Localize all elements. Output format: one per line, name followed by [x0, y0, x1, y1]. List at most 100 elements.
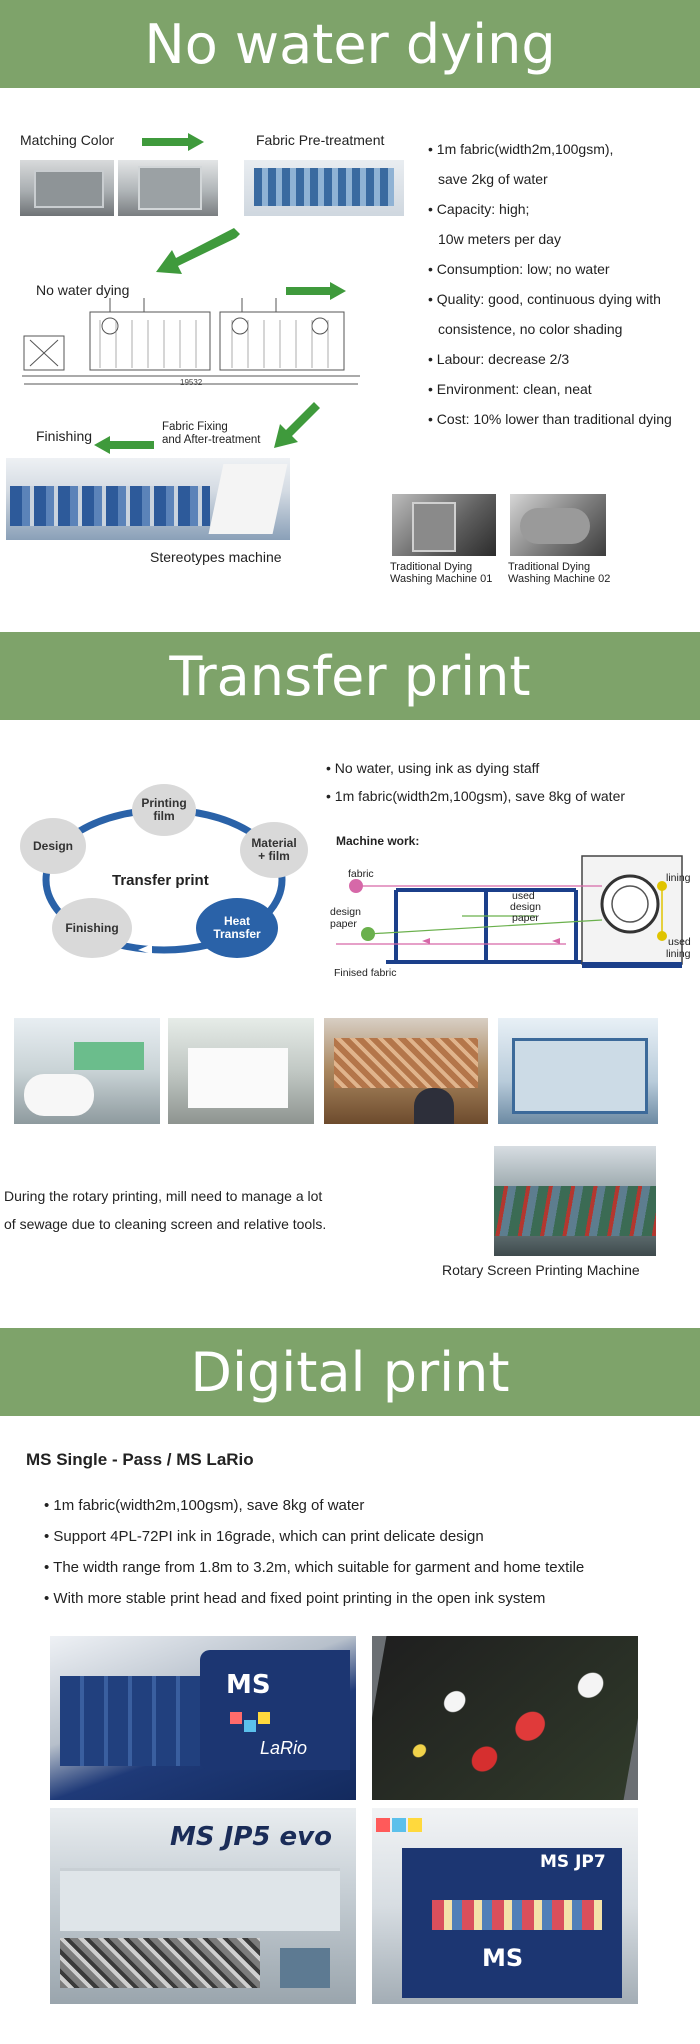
transfer-photo-1: [14, 1018, 160, 1124]
caption-trad-1-line1: Traditional Dying: [390, 561, 473, 573]
cycle-label: + film: [258, 849, 290, 863]
stereotypes-machine-photo: [6, 458, 290, 540]
bullet-text: Consumption: low; no water: [436, 261, 610, 277]
cycle-label: Printing: [141, 796, 187, 810]
bullet-item: • Labour: decrease 2/3: [428, 351, 570, 367]
cycle-label: Transfer: [213, 927, 261, 941]
machine-label-used: used: [512, 890, 535, 902]
label-no-water-dying: No water dying: [36, 282, 130, 298]
machine-label-finished-fabric: Finised fabric: [334, 967, 397, 979]
label-fabric-pretreatment: Fabric Pre-treatment: [256, 132, 385, 148]
printer-brand-ms: MS: [226, 1670, 271, 1700]
bullet-text: 1m fabric(width2m,100gsm),: [436, 141, 614, 157]
bullet-text: No water, using ink as dying staff: [334, 760, 540, 776]
bullet-item: • 1m fabric(width2m,100gsm),: [428, 141, 614, 157]
label-after-treatment: and After-treatment: [162, 434, 261, 446]
machine-label-used-design: design: [510, 901, 541, 913]
bullet-item: • 1m fabric(width2m,100gsm), save 8kg of…: [326, 788, 626, 804]
bullet-text: 1m fabric(width2m,100gsm), save 8kg of w…: [334, 788, 626, 804]
transfer-photo-4: [498, 1018, 658, 1124]
traditional-dying-photo-2: [510, 494, 606, 556]
bullet-item: • Capacity: high;: [428, 201, 530, 217]
bullet-item: • No water, using ink as dying staff: [326, 760, 540, 776]
bullet-continuation: save 2kg of water: [438, 171, 548, 187]
cycle-node-printing-film: Printing film: [132, 784, 196, 836]
bullet-text: The width range from 1.8m to 3.2m, which…: [53, 1559, 585, 1576]
cycle-node-design: Design: [20, 818, 86, 874]
digital-printer-jp5-photo: MS JP5 evo: [50, 1808, 356, 2004]
machine-label-design: design: [330, 906, 361, 918]
digital-bullet-list: • 1m fabric(width2m,100gsm), save 8kg of…: [44, 1490, 584, 1614]
rotary-screen-photo: [494, 1146, 656, 1256]
traditional-dying-photo-1: [392, 494, 496, 556]
bullet-text: Quality: good, continuous dying with: [436, 291, 661, 307]
arrow-down-left-icon: [156, 228, 240, 274]
arrow-left-icon: [94, 436, 154, 454]
banner-no-water-dying: No water dying: [0, 0, 700, 88]
bullet-text: 1m fabric(width2m,100gsm), save 8kg of w…: [53, 1497, 365, 1514]
transfer-bullet-list: • No water, using ink as dying staff • 1…: [326, 754, 625, 810]
machine-label-used-lining-2: lining: [666, 948, 691, 960]
bullet-text: Cost: 10% lower than traditional dying: [436, 411, 672, 427]
caption-trad-2-line2: Washing Machine 02: [508, 573, 611, 585]
section-title: No water dying: [144, 12, 556, 76]
matching-machine-photo-1: [20, 160, 114, 216]
bullet-item: • Cost: 10% lower than traditional dying: [428, 411, 672, 427]
rotary-caption: Rotary Screen Printing Machine: [442, 1262, 640, 1278]
machine-label-lining: lining: [666, 872, 691, 884]
digital-subtitle: MS Single - Pass / MS LaRio: [26, 1450, 254, 1469]
printer-lario-label: LaRio: [260, 1738, 308, 1758]
dyeing-line-drawing: [22, 298, 360, 385]
cycle-label: film: [153, 809, 175, 823]
bullet-text: Labour: decrease 2/3: [436, 351, 570, 367]
printer-brand-ms: MS: [482, 1944, 524, 1972]
no-water-bullet-list: • 1m fabric(width2m,100gsm), save 2kg of…: [428, 134, 672, 434]
matching-machine-photo-2: [118, 160, 218, 216]
label-matching-color: Matching Color: [20, 132, 115, 148]
bullet-item: • Support 4PL-72PI ink in 16grade, which…: [44, 1528, 484, 1545]
machine-label-fabric: fabric: [348, 868, 374, 880]
bullet-item: • With more stable print head and fixed …: [44, 1590, 546, 1607]
machine-label-paper: paper: [330, 918, 357, 930]
cycle-center-label: Transfer print: [112, 872, 209, 889]
cycle-node-material-film: Material + film: [240, 822, 308, 878]
digital-floral-fabric-photo: [372, 1636, 638, 1800]
banner-digital-print: Digital print: [0, 1328, 700, 1416]
transfer-photo-2: [168, 1018, 314, 1124]
machine-work-title: Machine work:: [336, 834, 420, 848]
bullet-item: • Quality: good, continuous dying with: [428, 291, 661, 307]
digital-printer-jp7-photo: MS JP7 MS: [372, 1808, 638, 2004]
drawing-dimension: 19532: [180, 378, 203, 387]
bullet-item: • The width range from 1.8m to 3.2m, whi…: [44, 1559, 585, 1576]
bullet-continuation: 10w meters per day: [438, 231, 561, 247]
cycle-label: Heat: [223, 914, 250, 928]
bullet-item: • Environment: clean, neat: [428, 381, 592, 397]
arrow-down-left-icon: [274, 402, 320, 448]
banner-transfer-print: Transfer print: [0, 632, 700, 720]
caption-trad-2-line1: Traditional Dying: [508, 561, 591, 573]
section-title: Transfer print: [169, 644, 531, 708]
cycle-node-heat-transfer: Heat Transfer: [196, 898, 278, 958]
transfer-photo-3: [324, 1018, 488, 1124]
bullet-text: Environment: clean, neat: [436, 381, 592, 397]
cycle-label: Material: [251, 836, 297, 850]
label-fabric-fixing: Fabric Fixing: [162, 421, 228, 433]
bullet-item: • Consumption: low; no water: [428, 261, 610, 277]
bullet-text: Capacity: high;: [436, 201, 530, 217]
machine-work-diagram: [336, 855, 683, 968]
printer-jp5-label: MS JP5 evo: [170, 1822, 332, 1852]
arrow-right-icon: [286, 282, 346, 300]
printer-jp7-label: MS JP7: [540, 1852, 606, 1872]
digital-printer-lario-photo: MS LaRio: [50, 1636, 356, 1800]
bullet-item: • 1m fabric(width2m,100gsm), save 8kg of…: [44, 1497, 365, 1514]
cycle-node-finishing: Finishing: [52, 898, 132, 958]
cycle-label: Finishing: [65, 920, 119, 935]
rotary-text-line1: During the rotary printing, mill need to…: [4, 1188, 323, 1204]
pretreatment-photo: [244, 160, 404, 216]
label-stereotypes-machine: Stereotypes machine: [150, 549, 282, 565]
arrow-right-icon: [142, 133, 204, 151]
bullet-text: With more stable print head and fixed po…: [53, 1590, 546, 1607]
cycle-label: Design: [32, 838, 73, 853]
label-finishing: Finishing: [36, 428, 93, 444]
machine-label-used-lining-1: used: [668, 936, 691, 948]
